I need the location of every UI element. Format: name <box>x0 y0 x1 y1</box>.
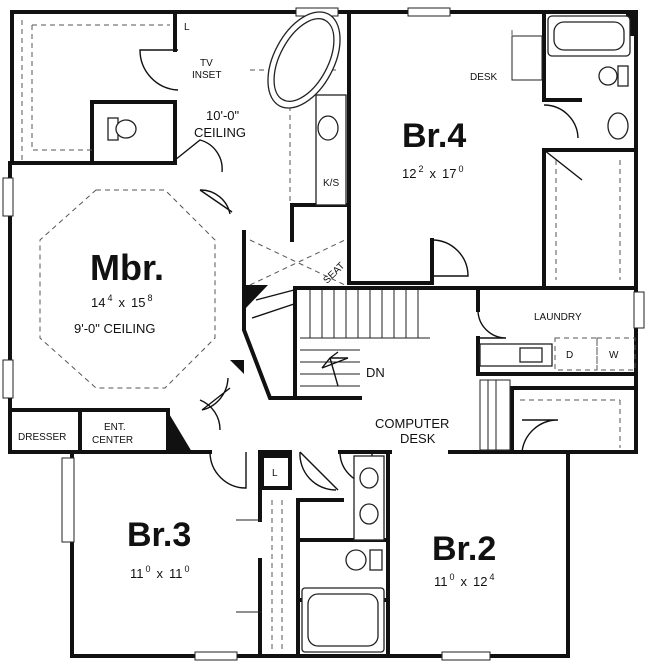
interior-walls <box>10 12 638 658</box>
stairs <box>251 289 430 387</box>
ks-label: K/S <box>323 178 339 189</box>
master-bedroom-ceiling: 9'-0" CEILING <box>74 321 156 336</box>
laundry-label: LAUNDRY <box>534 312 582 323</box>
bedroom-2-name: Br.2 <box>432 530 496 568</box>
computer-desk-label-1: COMPUTER <box>375 416 449 431</box>
bedroom-3-name: Br.3 <box>127 516 191 554</box>
bedroom-4-name: Br.4 <box>402 117 466 155</box>
desk-label: DESK <box>470 72 498 83</box>
linen-label-hall: L <box>272 468 278 479</box>
doors <box>139 49 583 613</box>
dryer-label: D <box>566 350 573 361</box>
tv-inset-label: INSET <box>192 70 221 81</box>
ent-center-label-1: ENT. <box>104 422 126 433</box>
annotations: 10'-0" CEILING TV INSET L K/S SEAT DESK … <box>18 22 619 479</box>
ent-center-label-2: CENTER <box>92 435 133 446</box>
computer-desk-label-2: DESK <box>400 431 436 446</box>
tv-label: TV <box>200 58 213 69</box>
linen-label-top: L <box>184 22 190 33</box>
washer-label: W <box>609 350 619 361</box>
bath-ceiling-height: 10'-0" <box>206 108 240 123</box>
seat-label: SEAT <box>322 261 348 287</box>
dresser-label: DRESSER <box>18 432 66 443</box>
fixtures <box>107 11 631 653</box>
bath-ceiling-label: CEILING <box>194 125 246 140</box>
stair-down-label: DN <box>366 365 385 380</box>
master-bedroom-name: Mbr. <box>90 247 164 288</box>
